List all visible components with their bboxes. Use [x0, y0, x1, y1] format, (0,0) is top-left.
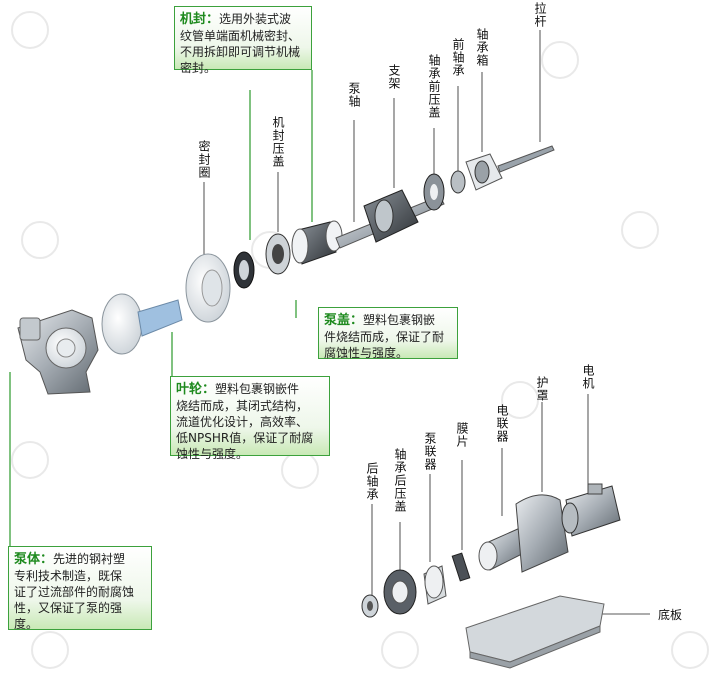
bearing-box: [465, 153, 503, 191]
label-pull-rod: 拉杆: [533, 2, 547, 28]
label-seal-ring: 密封圈: [197, 140, 211, 179]
label-bearing-rear-cover: 轴承后压盖: [393, 448, 407, 513]
callout-pump-casing: 泵体：先进的钢衬塑 专利技术制造，既保 证了过流部件的耐腐蚀 性，又保证了泵的强…: [8, 546, 152, 631]
label-bracket: 支架: [387, 64, 401, 90]
label-bearing-box: 轴承箱: [475, 28, 489, 67]
label-guard: 护罩: [535, 376, 549, 402]
label-seal-gland: 机封压盖: [271, 116, 285, 168]
label-pump-coupling: 泵联器: [423, 432, 437, 471]
pump-coupling: [423, 565, 447, 605]
bracket: [363, 189, 419, 243]
label-pump-shaft: 泵轴: [347, 82, 361, 108]
coupling-guard: [515, 494, 569, 573]
callout-title: 机封：: [180, 12, 220, 27]
base-plate: [465, 595, 605, 669]
watermark: [11, 11, 709, 669]
label-motor-coupling: 电联器: [495, 404, 509, 443]
callout-body: 塑料包裹钢嵌件 烧结而成，其闭式结构， 流道优化设计，高效率、 低NPSHR值，…: [176, 382, 314, 461]
label-motor: 电机: [581, 364, 595, 390]
pull-rod: [497, 145, 555, 173]
callout-pump-cover: 泵盖：塑料包裹钢嵌 件烧结而成，保证了耐 腐蚀性与强度。: [318, 307, 458, 360]
callout-impeller: 叶轮：塑料包裹钢嵌件 烧结而成，其闭式结构， 流道优化设计，高效率、 低NPSH…: [170, 376, 330, 461]
pump-cover: [185, 253, 231, 323]
diaphragm: [451, 552, 471, 582]
rear-bearing: [361, 594, 379, 618]
label-bearing-front-cover: 轴承前压盖: [427, 54, 441, 119]
callout-body: 先进的钢衬塑 专利技术制造，既保 证了过流部件的耐腐蚀 性，又保证了泵的强 度。: [14, 552, 135, 631]
callout-title: 叶轮：: [176, 382, 216, 397]
bearing-rear-cover: [383, 569, 417, 615]
motor: [561, 483, 621, 537]
mechanical-seal: [291, 220, 343, 265]
label-base-plate: 底板: [658, 608, 683, 622]
callout-mechanical-seal: 机封：选用外装式波 纹管单端面机械密封、 不用拆卸即可调节机械 密封。: [174, 6, 312, 75]
label-front-bearing: 前轴承: [451, 38, 465, 77]
bearing-front-cover: [423, 173, 445, 211]
callout-body: 选用外装式波 纹管单端面机械密封、 不用拆卸即可调节机械 密封。: [180, 12, 301, 75]
callout-title: 泵盖：: [324, 313, 364, 328]
seal-gland: [265, 233, 291, 275]
impeller: [101, 293, 143, 355]
callout-body: 塑料包裹钢嵌 件烧结而成，保证了耐 腐蚀性与强度。: [324, 313, 445, 360]
label-diaphragm: 膜片: [455, 422, 469, 448]
motor-coupling: [478, 527, 527, 571]
callout-title: 泵体：: [14, 552, 54, 567]
impeller-stud: [137, 299, 183, 337]
front-bearing: [450, 170, 466, 194]
pump-casing: [17, 309, 99, 395]
seal-ring: [233, 251, 255, 289]
part-leaders: [203, 30, 650, 615]
leader-lines: [9, 70, 313, 548]
label-rear-bearing: 后轴承: [365, 462, 379, 501]
